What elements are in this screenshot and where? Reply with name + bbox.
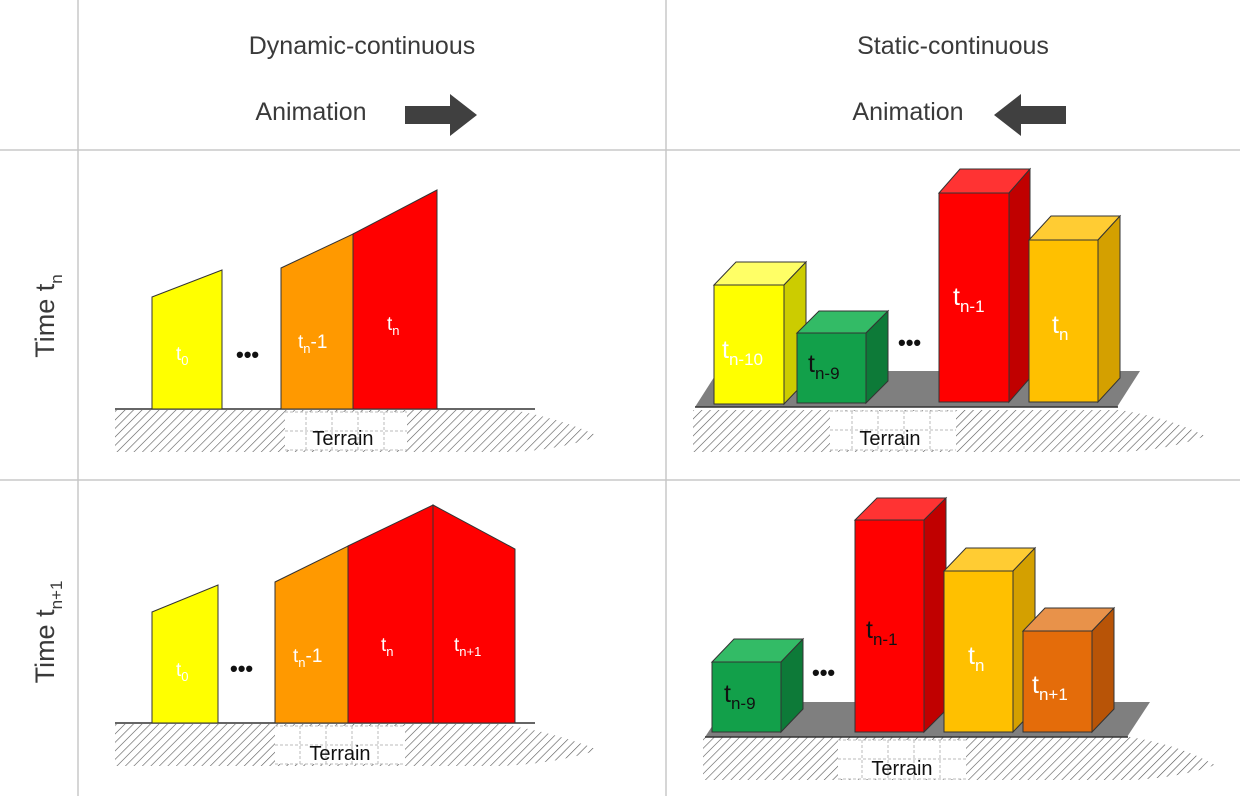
terrain-label: Terrain	[859, 428, 920, 450]
segment-tn-label: tn	[387, 314, 400, 338]
row-label-sub: n	[47, 274, 66, 283]
segment-tn	[352, 189, 438, 410]
terrain: Terrain	[115, 722, 598, 766]
header-dynamic-animation: Animation	[255, 98, 366, 126]
panel-static-tn1: Terrain tn-9 ••• tn-1 tn	[703, 496, 1215, 780]
segment-tn-label: tn	[381, 635, 394, 659]
row-label-base: Time t	[30, 283, 60, 357]
header-static: Static-continuous Animation	[852, 32, 1066, 136]
header-dynamic-title: Dynamic-continuous	[249, 32, 476, 60]
terrain: Terrain	[115, 408, 598, 452]
segment-tn-1-label: tn-1	[298, 332, 327, 356]
box-tn-label: tn	[1052, 311, 1068, 344]
header-static-title: Static-continuous	[857, 32, 1049, 60]
terrain: Terrain	[703, 737, 1215, 780]
box-tn-9: tn-9	[710, 637, 805, 734]
segment-t0	[151, 269, 223, 410]
box-tn-10: tn-10	[712, 260, 808, 406]
box-tn-1: tn-1	[937, 167, 1032, 404]
header-static-animation: Animation	[852, 98, 963, 126]
segment-t0-label: t0	[176, 660, 189, 684]
terrain-label: Terrain	[312, 428, 373, 450]
segment-t0	[151, 584, 219, 724]
segment-t0-label: t0	[176, 344, 189, 368]
ellipsis: •••	[230, 656, 253, 681]
segment-tn-1-label: tn-1	[293, 646, 322, 670]
ellipsis: •••	[898, 330, 921, 355]
ellipsis: •••	[812, 660, 835, 685]
segment-tn-1	[274, 545, 349, 724]
row-label-time-tn1: Time tn+1	[30, 581, 66, 684]
box-tn+1: tn+1	[1021, 606, 1116, 734]
terrain-label: Terrain	[871, 758, 932, 780]
box-tn+1-label: tn+1	[1032, 671, 1068, 704]
svg-text:Time tn+1: Time tn+1	[30, 581, 66, 684]
box-tn: tn	[1027, 214, 1122, 404]
terrain: Terrain	[693, 410, 1205, 452]
panel-static-tn: Terrain tn-10 tn-9 ••• tn-1	[693, 167, 1205, 452]
box-tn: tn	[942, 546, 1037, 734]
panel-dynamic-tn: Terrain t0 ••• tn-1 tn	[115, 189, 598, 452]
segment-tn+1-label: tn+1	[454, 635, 481, 659]
box-tn-1-label: tn-1	[866, 616, 898, 649]
header-dynamic: Dynamic-continuous Animation	[249, 32, 477, 136]
row-label-base: Time t	[30, 609, 60, 683]
box-tn-1: tn-1	[853, 496, 948, 734]
box-tn-9: tn-9	[795, 309, 890, 405]
box-tn-9-label: tn-9	[724, 680, 756, 713]
box-tn-1-label: tn-1	[953, 283, 985, 316]
segment-tn+1	[432, 504, 516, 724]
arrow-right-icon	[405, 94, 477, 136]
svg-text:Time tn: Time tn	[30, 274, 66, 357]
row-label-sub: n+1	[47, 581, 66, 610]
box-tn-10-label: tn-10	[722, 336, 763, 369]
box-tn-9-label: tn-9	[808, 350, 840, 383]
row-label-time-tn: Time tn	[30, 274, 66, 357]
segment-tn	[347, 504, 434, 724]
box-tn-label: tn	[968, 642, 984, 675]
terrain-label: Terrain	[309, 743, 370, 765]
panel-dynamic-tn1: Terrain t0 ••• tn-1 tn tn+1	[115, 504, 598, 766]
segment-tn-1	[280, 233, 354, 410]
arrow-left-icon	[994, 94, 1066, 136]
ellipsis: •••	[236, 342, 259, 367]
